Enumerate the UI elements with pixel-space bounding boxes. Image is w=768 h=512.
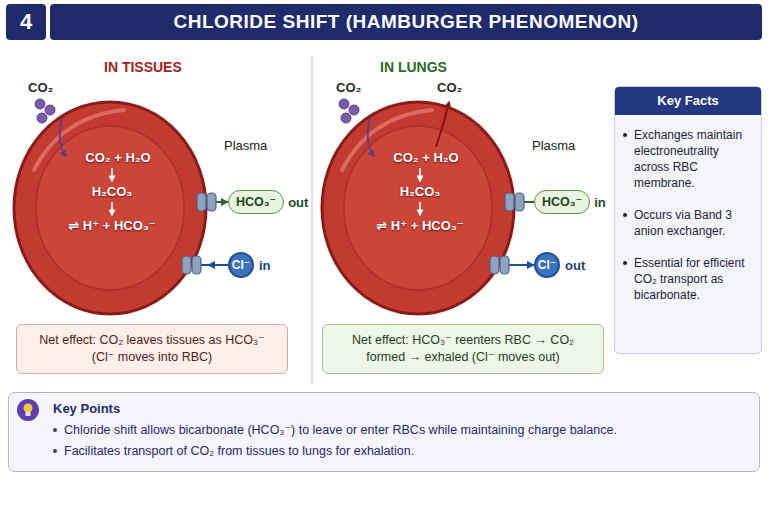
molecule-label: CO₂ xyxy=(336,80,361,96)
cell-shape xyxy=(320,100,516,316)
band3-exchanger xyxy=(500,256,509,274)
co2-molecule-dot xyxy=(45,105,55,115)
reaction-equation: CO₂ + H₂O xyxy=(85,150,150,166)
net-effect-box: Net effect: CO₂ leaves tissues as HCO₃⁻ … xyxy=(16,324,288,374)
reaction-equation: ⇌ H⁺ + HCO₃⁻ xyxy=(376,218,463,234)
co2-molecule-dot xyxy=(37,113,47,123)
bullet-text: Facilitates transport of CO₂ from tissue… xyxy=(64,442,749,460)
key-points-ground xyxy=(8,392,760,472)
panel-divider xyxy=(311,56,313,384)
co2-molecule-dot xyxy=(349,105,359,115)
co2-entry-arrow xyxy=(60,118,66,156)
bicarbonate-ion: HCO₃⁻ out xyxy=(228,190,308,214)
bicarbonate-ion: HCO₃⁻ in xyxy=(534,190,606,214)
region-label: Plasma xyxy=(532,138,575,154)
net-effect-box: Net effect: HCO₃⁻ reenters RBC → CO₂ for… xyxy=(322,324,604,374)
lightbulb-icon xyxy=(17,399,39,421)
bullet-text: Chloride shift allows bicarbonate (HCO₃⁻… xyxy=(64,421,749,439)
band3-exchanger xyxy=(505,193,514,211)
bullet-text: Occurs via Band 3 anion exchanger. xyxy=(634,207,753,239)
reaction-equation: H₂CO₃ xyxy=(92,184,133,200)
cell-center xyxy=(344,126,492,290)
bullet-row: Exchanges maintain electroneutrality acr… xyxy=(615,127,761,191)
section-number: 4 xyxy=(20,9,32,35)
ion-exchange-arrow xyxy=(208,264,228,266)
bullet-dot xyxy=(53,449,57,453)
band3-exchanger xyxy=(182,256,191,274)
bullet-row: Essential for efficient CO₂ transport as… xyxy=(615,255,761,303)
bullet-dot xyxy=(623,213,627,217)
lightbulb-glass xyxy=(24,404,33,413)
bullet-text: Essential for efficient CO₂ transport as… xyxy=(634,255,753,303)
direction-label: in xyxy=(594,195,606,210)
title-bar xyxy=(50,4,762,40)
section-number-box: 4 xyxy=(6,4,46,40)
cell-shape xyxy=(12,100,208,316)
net-effect-text: Net effect: HCO₃⁻ reenters RBC → CO₂ for… xyxy=(333,332,593,366)
reaction-arrow xyxy=(419,168,421,181)
ion-name: Cl⁻ xyxy=(232,258,250,272)
bullet-text: Exchanges maintain electroneutrality acr… xyxy=(634,127,753,191)
net-effect-text: Net effect: CO₂ leaves tissues as HCO₃⁻ … xyxy=(27,332,277,366)
key-points-box: Key PointsChloride shift allows bicarbon… xyxy=(8,392,760,472)
red-blood-cell: CO₂ + H₂O H₂CO₃ ⇌ H⁺ + HCO₃⁻ xyxy=(320,100,516,316)
band3-exchanger xyxy=(192,256,201,274)
ion-circle: Cl⁻ xyxy=(228,252,254,278)
co2-molecule-dot xyxy=(341,113,351,123)
ion-pill: HCO₃⁻ xyxy=(534,190,590,214)
bullet-row: Occurs via Band 3 anion exchanger. xyxy=(615,207,761,239)
chloride-ion: Cl⁻ in xyxy=(228,252,271,278)
band3-exchanger xyxy=(197,193,206,211)
title: CHLORIDE SHIFT (HAMBURGER PHENOMENON) xyxy=(174,11,639,33)
box-heading: Key Facts xyxy=(615,87,761,115)
co2-molecule-dot xyxy=(339,99,349,109)
title-holder: CHLORIDE SHIFT (HAMBURGER PHENOMENON) xyxy=(50,4,762,40)
ion-circle: Cl⁻ xyxy=(534,252,560,278)
panel-heading: IN LUNGS xyxy=(380,58,447,76)
ion-name: HCO₃⁻ xyxy=(542,194,582,210)
region-label: Plasma xyxy=(224,138,267,154)
bullet-dot xyxy=(623,261,627,265)
reaction-equation: H₂CO₃ xyxy=(400,184,441,200)
panel-heading: IN TISSUES xyxy=(104,58,182,76)
lightbulb-base xyxy=(26,412,31,416)
bullet-row: Chloride shift allows bicarbonate (HCO₃⁻… xyxy=(53,421,749,439)
reaction-equation: CO₂ + H₂O xyxy=(393,150,458,166)
band3-exchanger xyxy=(207,193,216,211)
reaction-equation: ⇌ H⁺ + HCO₃⁻ xyxy=(68,218,155,234)
reaction-arrow xyxy=(111,202,113,215)
chloride-ion: Cl⁻ out xyxy=(534,252,585,278)
band3-exchanger xyxy=(515,193,524,211)
ion-pill: HCO₃⁻ xyxy=(228,190,284,214)
key-facts-box: Key FactsExchanges maintain electroneutr… xyxy=(614,86,762,354)
ion-name: HCO₃⁻ xyxy=(236,194,276,210)
reaction-arrow xyxy=(419,202,421,215)
box-heading: Key Points xyxy=(53,400,749,418)
bullet-dot xyxy=(53,428,57,432)
ion-exchange-arrow xyxy=(516,264,534,266)
direction-label: out xyxy=(565,258,585,273)
co2-molecule-dot xyxy=(35,99,45,109)
reaction-arrow xyxy=(111,168,113,181)
direction-label: in xyxy=(259,258,271,273)
cell-membrane xyxy=(14,102,206,314)
red-blood-cell: CO₂ + H₂O H₂CO₃ ⇌ H⁺ + HCO₃⁻ xyxy=(12,100,208,316)
molecule-label: CO₂ xyxy=(28,80,53,96)
cell-center xyxy=(36,126,184,290)
bullet-dot xyxy=(623,133,627,137)
cell-membrane xyxy=(322,102,514,314)
ion-name: Cl⁻ xyxy=(538,258,556,272)
direction-label: out xyxy=(288,195,308,210)
molecule-label: CO₂ xyxy=(437,80,462,96)
co2-entry-arrow xyxy=(368,118,374,156)
band3-exchanger xyxy=(490,256,499,274)
co2-exit-arrow xyxy=(436,102,449,147)
bullet-row: Facilitates transport of CO₂ from tissue… xyxy=(53,442,749,460)
